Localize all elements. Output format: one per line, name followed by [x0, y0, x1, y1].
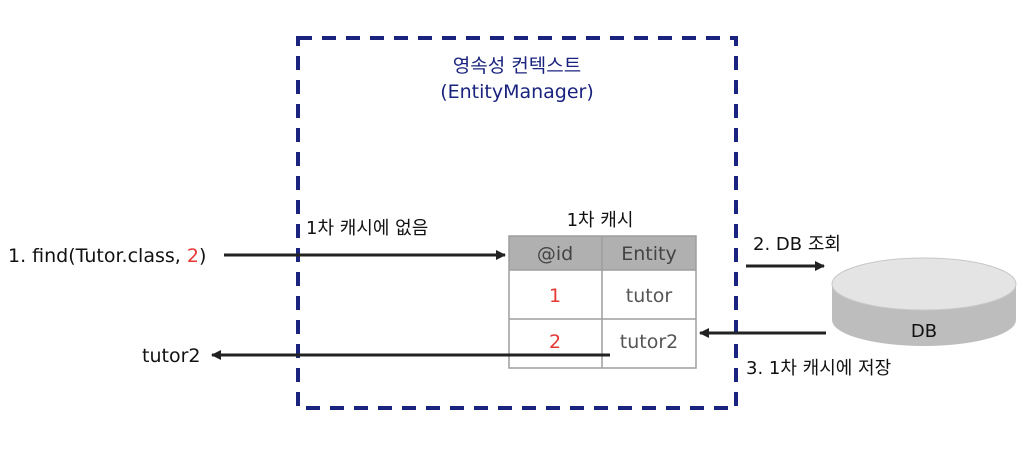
- cache-miss-label: 1차 캐시에 없음: [306, 218, 428, 239]
- table-cell-id: 1: [549, 285, 561, 307]
- context-title-line1: 영속성 컨텍스트: [453, 55, 581, 77]
- db-cylinder: DB: [831, 257, 1017, 346]
- cache-table: @id Entity 1 tutor 2 tutor2: [508, 235, 697, 369]
- db-query-label: 2. DB 조회: [753, 234, 841, 255]
- db-label: DB: [911, 321, 937, 342]
- save-label: 3. 1차 캐시에 저장: [746, 358, 891, 379]
- find-call-label: 1. find(Tutor.class, 2): [8, 245, 206, 267]
- cache-title: 1차 캐시: [567, 210, 634, 231]
- return-label: tutor2: [142, 345, 200, 367]
- table-cell-id: 2: [549, 331, 561, 353]
- persistence-context-border: [296, 36, 738, 410]
- table-header-id: @id: [537, 243, 573, 265]
- find-call-prefix: 1. find(Tutor.class,: [8, 245, 187, 267]
- context-title-line2: (EntityManager): [440, 81, 594, 103]
- find-call-suffix: ): [199, 245, 206, 267]
- table-cell-entity: tutor: [626, 285, 673, 307]
- find-call-arg: 2: [187, 245, 199, 267]
- table-header-entity: Entity: [621, 243, 676, 265]
- table-cell-entity: tutor2: [620, 331, 678, 353]
- db-cylinder-top: [831, 257, 1017, 311]
